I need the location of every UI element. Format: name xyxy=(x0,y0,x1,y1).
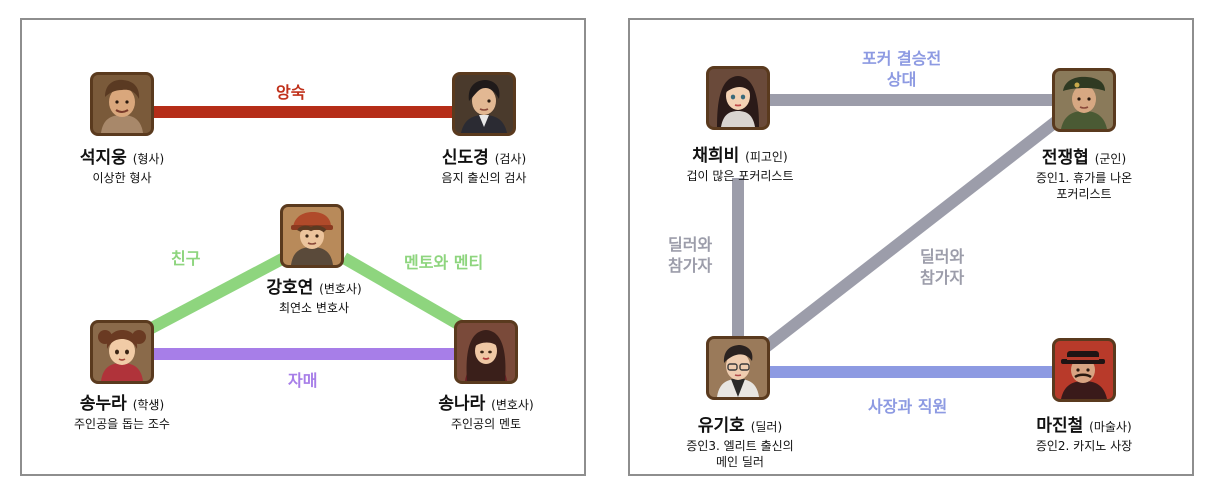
character-desc: 메인 딜러 xyxy=(716,455,764,469)
character-role: (피고인) xyxy=(745,150,788,164)
character-desc: 이상한 형사 xyxy=(92,171,152,185)
label-friend: 친구 xyxy=(171,249,201,268)
character-desc: 포커리스트 xyxy=(1056,187,1112,201)
character-desc: 주인공을 돕는 조수 xyxy=(74,417,170,431)
edge-friend xyxy=(141,252,287,338)
character-desc: 음지 출신의 검사 xyxy=(441,171,527,185)
character-name: 마진철 xyxy=(1036,416,1084,436)
left-edges xyxy=(141,106,476,360)
lawyer-portrait-icon xyxy=(283,207,341,265)
lawyer-mentor-portrait-icon xyxy=(457,323,515,381)
character-role: (변호사) xyxy=(491,398,534,412)
character-songnara: 송나라 (변호사) 주인공의 멘토 xyxy=(376,394,596,432)
defendant-portrait-icon xyxy=(709,69,767,127)
portrait-seok xyxy=(90,72,154,136)
character-name: 채희비 xyxy=(692,146,740,166)
label-sisters: 자매 xyxy=(288,371,318,390)
character-desc: 최연소 변호사 xyxy=(278,301,350,315)
label-dealer-left: 딜러와 참가자 xyxy=(668,235,713,275)
character-yu: 유기호 (딜러) 증인3. 엘리트 출신의 메인 딜러 xyxy=(630,416,850,470)
character-role: (딜러) xyxy=(750,420,783,434)
character-name: 송나라 xyxy=(438,394,486,414)
label-rival: 앙숙 xyxy=(276,83,306,102)
character-songnura: 송누라 (학생) 주인공을 돕는 조수 xyxy=(12,394,232,432)
portrait-songnura xyxy=(90,320,154,384)
label-dealer-diag: 딜러와 참가자 xyxy=(920,247,965,287)
portrait-shin xyxy=(452,72,516,136)
character-role: (학생) xyxy=(132,398,165,412)
edge-dealer-diag xyxy=(758,115,1062,355)
character-role: (검사) xyxy=(494,152,527,166)
prosecutor-portrait-icon xyxy=(455,75,513,133)
character-desc: 증인1. 휴가를 나온 xyxy=(1035,171,1133,185)
detective-portrait-icon xyxy=(93,75,151,133)
character-desc: 주인공의 멘토 xyxy=(450,417,522,431)
character-shin: 신도경 (검사) 음지 출신의 검사 xyxy=(374,148,594,186)
character-role: (형사) xyxy=(132,152,165,166)
character-chae: 채희비 (피고인) 겁이 많은 포커리스트 xyxy=(630,146,850,184)
character-name: 송누라 xyxy=(79,394,127,414)
character-name: 신도경 xyxy=(441,148,489,168)
portrait-jeon xyxy=(1052,68,1116,132)
portrait-chae xyxy=(706,66,770,130)
character-desc: 증인3. 엘리트 출신의 xyxy=(686,439,794,453)
portrait-songnara xyxy=(454,320,518,384)
character-role: (군인) xyxy=(1094,152,1127,166)
soldier-portrait-icon xyxy=(1055,71,1113,129)
character-name: 석지웅 xyxy=(79,148,127,168)
portrait-kang xyxy=(280,204,344,268)
label-boss: 사장과 직원 xyxy=(868,397,948,416)
character-ma: 마진철 (마술사) 증인2. 카지노 사장 xyxy=(974,416,1194,454)
left-relationship-panel: 앙숙 친구 멘토와 멘티 자매 석지웅 (형사) 이상한 형사 xyxy=(20,18,586,476)
label-poker: 포커 결승전 상대 xyxy=(862,49,942,89)
character-name: 강호연 xyxy=(266,278,314,298)
student-portrait-icon xyxy=(93,323,151,381)
character-name: 전쟁협 xyxy=(1041,148,1089,168)
character-desc: 겁이 많은 포커리스트 xyxy=(686,169,794,183)
dealer-portrait-icon xyxy=(709,339,767,397)
portrait-ma xyxy=(1052,338,1116,402)
character-role: (마술사) xyxy=(1089,420,1132,434)
character-name: 유기호 xyxy=(697,416,745,436)
character-kang: 강호연 (변호사) 최연소 변호사 xyxy=(204,278,424,316)
character-desc: 증인2. 카지노 사장 xyxy=(1035,439,1133,453)
character-seok: 석지웅 (형사) 이상한 형사 xyxy=(12,148,232,186)
portrait-yu xyxy=(706,336,770,400)
character-role: (변호사) xyxy=(319,282,362,296)
label-mentor: 멘토와 멘티 xyxy=(404,253,484,272)
edge-mentor xyxy=(340,252,476,338)
magician-portrait-icon xyxy=(1055,341,1113,399)
character-jeon: 전쟁협 (군인) 증인1. 휴가를 나온 포커리스트 xyxy=(974,148,1194,202)
right-edges xyxy=(732,94,1062,378)
right-relationship-panel: 포커 결승전 상대 딜러와 참가자 딜러와 참가자 사장과 직원 채희비 (피고… xyxy=(628,18,1194,476)
